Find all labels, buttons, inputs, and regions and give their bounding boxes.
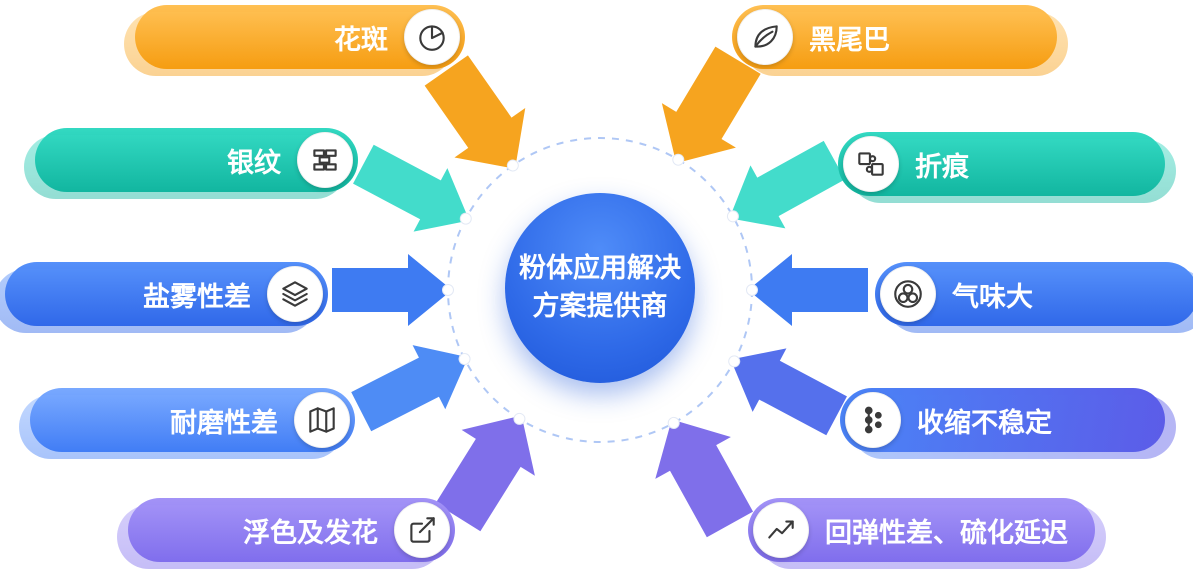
arrow-odor [746, 254, 868, 326]
icon-badge [294, 392, 350, 448]
pill-abrasion: 耐磨性差 [30, 388, 355, 452]
pie-chart-icon [419, 25, 445, 51]
arrow-silver-streak [353, 144, 472, 232]
pill-label: 银纹 [227, 147, 281, 178]
pill-label: 回弹性差、硫化延迟 [825, 517, 1068, 548]
pill-crease: 折痕 [838, 132, 1165, 196]
icon-badge [404, 9, 460, 65]
connector-dot [513, 412, 526, 425]
icon-badge [880, 266, 936, 322]
icon-badge [843, 136, 899, 192]
icon-badge [753, 502, 809, 558]
pill-mottling: 花斑 [135, 5, 465, 69]
arrow-rebound [655, 416, 754, 538]
pill-label: 花斑 [334, 24, 388, 55]
puzzle-icon [858, 152, 884, 176]
center-title-line2: 方案提供商 [532, 291, 668, 321]
arrow-black-tail [661, 46, 761, 166]
connector-dot [746, 284, 758, 296]
connector-dot [726, 210, 739, 223]
arrow-salt-spray [332, 254, 454, 326]
compose-icon [410, 517, 435, 543]
pill-label: 浮色及发花 [243, 517, 378, 548]
arrow-shrinkage [728, 348, 847, 436]
pill-label: 收缩不稳定 [917, 407, 1052, 438]
map-book-icon [309, 407, 335, 433]
icon-badge [845, 392, 901, 448]
connector-dot [458, 353, 471, 366]
connector-dot [506, 159, 519, 172]
pill-color-floating: 浮色及发花 [128, 498, 455, 562]
icon-badge [297, 132, 353, 188]
bricks-icon [313, 149, 337, 171]
pill-label: 气味大 [952, 281, 1033, 312]
layers-icon [282, 281, 308, 307]
connector-dot [672, 153, 685, 166]
connector-dot [442, 284, 454, 296]
pill-silver-streak: 银纹 [35, 128, 358, 192]
connector-dot [667, 416, 680, 429]
icon-badge [267, 266, 323, 322]
pill-label: 黑尾巴 [809, 24, 890, 55]
arrow-abrasion [351, 345, 471, 432]
connector-dot [459, 212, 472, 225]
icon-badge [737, 9, 793, 65]
pill-label: 折痕 [915, 151, 969, 182]
leaf-icon [754, 25, 778, 48]
arrow-mottling [424, 55, 526, 172]
pill-odor: 气味大 [875, 262, 1193, 326]
center-circle: 粉体应用解决 方案提供商 [505, 193, 695, 383]
icon-badge [394, 502, 450, 558]
pill-label: 耐磨性差 [170, 407, 278, 438]
pill-label: 盐雾性差 [143, 281, 251, 312]
trend-chart-icon [768, 520, 794, 539]
pill-black-tail: 黑尾巴 [732, 5, 1057, 69]
center-title-line1: 粉体应用解决 [519, 253, 681, 284]
pill-rebound: 回弹性差、硫化延迟 [748, 498, 1095, 562]
arrow-color-floating [435, 412, 535, 532]
pill-shrinkage: 收缩不稳定 [840, 388, 1165, 452]
connector-dot [728, 355, 741, 368]
bubbles-icon [894, 280, 922, 308]
arrow-crease [726, 140, 846, 229]
flow-dots-icon [864, 406, 882, 434]
pill-salt-spray: 盐雾性差 [5, 262, 328, 326]
